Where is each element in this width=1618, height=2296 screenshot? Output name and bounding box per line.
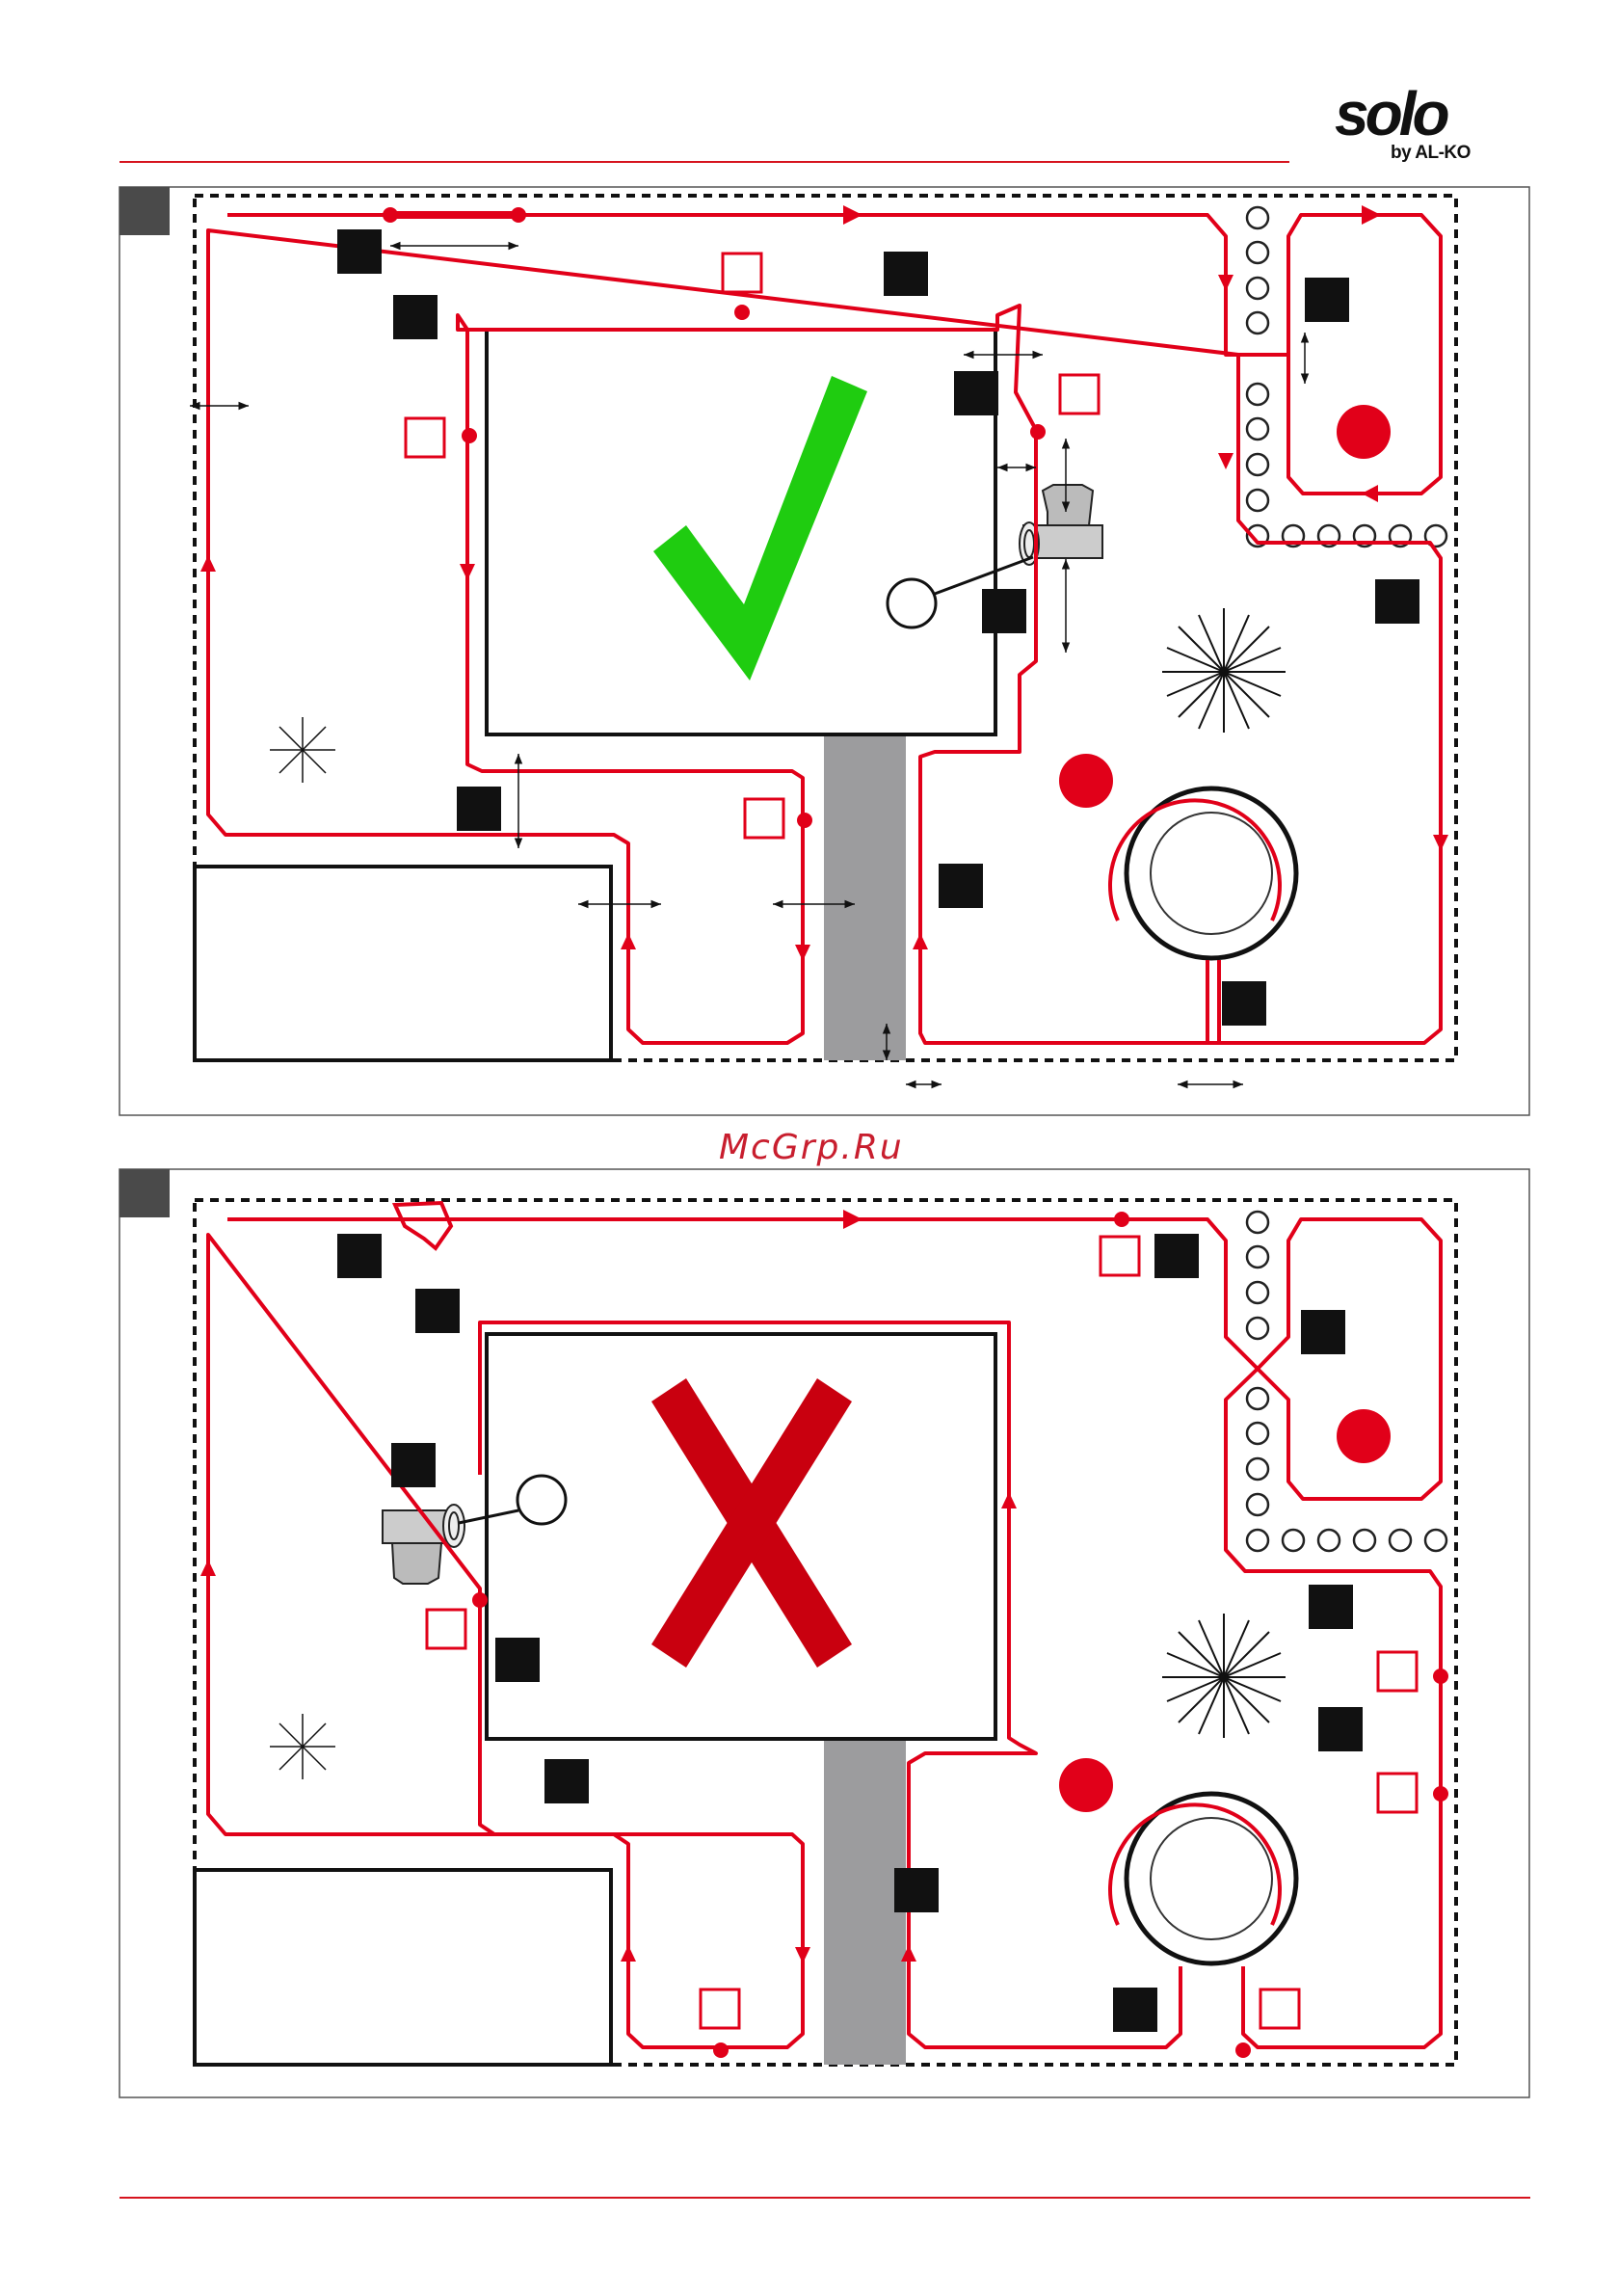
tree-small	[270, 717, 335, 783]
obstacle-marker	[1337, 1409, 1391, 1463]
tree-large	[1162, 1614, 1286, 1738]
garden-path	[824, 733, 906, 1060]
figure-marker	[119, 1169, 170, 1217]
diagram-incorrect	[119, 1169, 1529, 2097]
stepping-stones	[1247, 207, 1446, 547]
figure-marker	[119, 187, 170, 235]
tree-small	[270, 1714, 335, 1779]
charging-station	[1020, 485, 1102, 565]
wire-knot	[395, 1203, 451, 1248]
obstacle-marker	[1337, 405, 1391, 459]
diagram-correct	[119, 187, 1529, 1115]
callout-circle	[517, 1476, 566, 1524]
watermark: McGrp.Ru	[719, 1128, 904, 1167]
garden-path	[824, 1738, 906, 2065]
shed	[195, 1870, 611, 2065]
obstacle-marker	[1059, 1758, 1113, 1812]
tree-large	[1162, 608, 1286, 733]
pond	[1127, 1794, 1296, 1963]
house	[487, 330, 995, 734]
obstacle-marker	[1059, 754, 1113, 808]
shed	[195, 867, 611, 1060]
callout-circle	[888, 579, 936, 627]
